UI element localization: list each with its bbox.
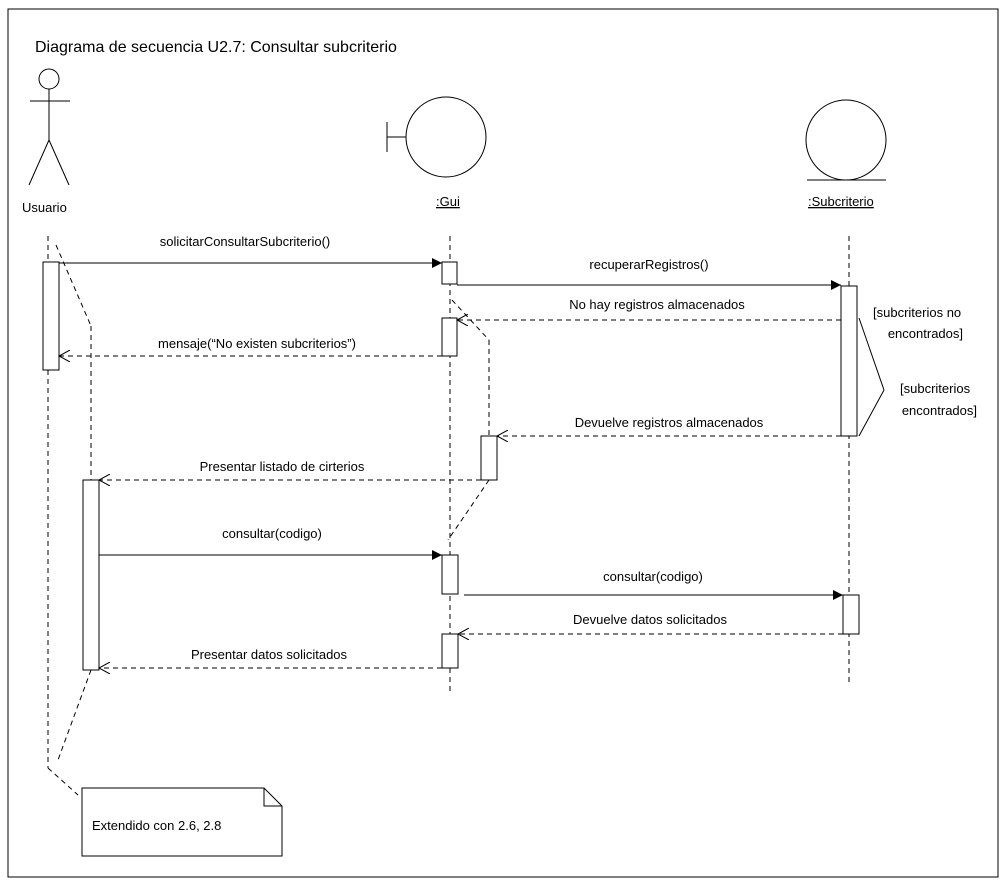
- note: [81, 787, 283, 857]
- message-9-label: Devuelve datos solicitados: [573, 612, 727, 627]
- message-7-label: consultar(codigo): [222, 526, 322, 541]
- guard-no-encontrados-line2: encontrados]: [888, 326, 963, 341]
- note-text: Extendido con 2.6, 2.8: [92, 818, 221, 833]
- guard-no-encontrados-line1: [subcriterios no: [873, 305, 961, 320]
- activation-usuario-2: [82, 479, 100, 671]
- actor-usuario-label: Usuario: [22, 200, 67, 215]
- message-2-label: recuperarRegistros(): [589, 257, 708, 272]
- activation-gui-4: [441, 554, 459, 595]
- activation-subcriterio-1: [840, 285, 858, 437]
- diagram-frame: [7, 8, 999, 878]
- guard-encontrados-line2: encontrados]: [902, 403, 977, 418]
- gui-label: :Gui: [436, 194, 460, 209]
- activation-gui-2: [441, 317, 458, 357]
- activation-gui-3: [480, 435, 498, 481]
- activation-subcriterio-2: [842, 594, 860, 635]
- activation-usuario-1: [42, 261, 60, 371]
- message-6-label: Presentar listado de cirterios: [200, 459, 365, 474]
- message-4-label: mensaje(“No existen subcriterios”): [158, 336, 356, 351]
- guard-encontrados-line1: [subcriterios: [900, 381, 971, 396]
- entity-subcriterio-icon: [805, 99, 887, 181]
- message-5-label: Devuelve registros almacenados: [575, 415, 764, 430]
- message-10-label: Presentar datos solicitados: [191, 647, 348, 662]
- activation-gui-1: [441, 261, 458, 285]
- subcriterio-label: :Subcriterio: [808, 194, 874, 209]
- actor-usuario: [28, 68, 70, 186]
- activation-gui-5: [441, 633, 459, 669]
- message-1-label: solicitarConsultarSubcriterio(): [160, 234, 331, 249]
- message-3-label: No hay registros almacenados: [569, 297, 745, 312]
- diagram-title: Diagrama de secuencia U2.7: Consultar su…: [35, 39, 397, 56]
- message-8-label: consultar(codigo): [603, 569, 703, 584]
- boundary-gui-icon: [386, 96, 487, 178]
